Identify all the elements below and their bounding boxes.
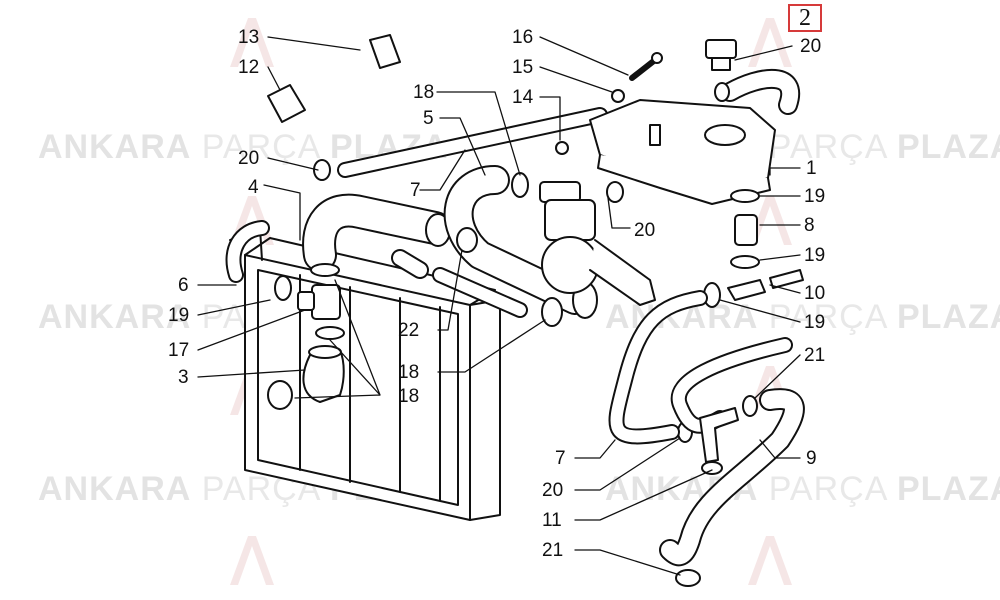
callout-14: 14	[512, 87, 534, 108]
clamp-ring	[675, 569, 701, 587]
callout-19: 19	[804, 245, 825, 266]
thermostat-housing	[539, 181, 656, 306]
callout-19: 19	[168, 305, 189, 326]
callout-18: 18	[413, 82, 434, 103]
callout-12: 12	[238, 57, 259, 78]
callout-5: 5	[423, 108, 434, 129]
watermark-logo-icon	[230, 536, 274, 585]
clamp-12	[267, 84, 306, 123]
clamp-ring	[310, 263, 340, 277]
connector-10	[727, 269, 804, 301]
callout-18: 18	[398, 386, 419, 407]
callout-11: 11	[542, 510, 562, 531]
clamp-ring	[730, 255, 760, 269]
callout-16: 16	[512, 27, 533, 48]
clamp-ring	[511, 172, 529, 198]
radiator-part	[229, 227, 501, 521]
clamp-ring	[313, 159, 331, 181]
callout-7: 7	[410, 180, 421, 201]
clamp-13	[369, 34, 401, 69]
sleeve-8	[734, 214, 758, 246]
callout-17: 17	[168, 340, 189, 361]
watermark-logo-icon	[230, 18, 274, 67]
callout-22: 22	[398, 320, 419, 341]
clamp-ring	[315, 326, 345, 340]
callout-19: 19	[804, 186, 825, 207]
expansion-tank	[589, 99, 776, 205]
callout-21: 21	[804, 345, 825, 366]
t-piece-17	[297, 284, 341, 320]
callout-20: 20	[238, 148, 259, 169]
callout-4: 4	[248, 177, 259, 198]
clamp-ring	[541, 297, 563, 327]
callout-19: 19	[804, 312, 825, 333]
tank-cap	[705, 39, 737, 71]
elbow-3	[302, 345, 345, 403]
callout-8: 8	[804, 215, 815, 236]
watermark-logo-icon	[748, 196, 792, 245]
callout-15: 15	[512, 57, 533, 78]
clamp-ring	[274, 275, 292, 301]
callout-20: 20	[634, 220, 655, 241]
callout-labels: 13 12 20 4 6 19 17 3 18 5 7 18 22 18 16 …	[168, 27, 825, 561]
callout-3: 3	[178, 367, 189, 388]
callout-13: 13	[238, 27, 259, 48]
page-reference-box: 2	[788, 4, 822, 32]
callout-9: 9	[806, 448, 817, 469]
clamp-ring	[267, 380, 293, 410]
callout-20: 20	[542, 480, 563, 501]
callout-18: 18	[398, 362, 419, 383]
clamp-ring	[456, 227, 478, 253]
callout-6: 6	[178, 275, 189, 296]
callout-1: 1	[806, 158, 817, 179]
bolt-16	[629, 57, 658, 81]
watermark-logo-icon	[748, 536, 792, 585]
clamp-ring	[742, 395, 758, 417]
callout-10: 10	[804, 283, 825, 304]
callout-7: 7	[555, 448, 566, 469]
clamp-ring	[606, 181, 624, 203]
clamp-ring	[730, 189, 760, 203]
leader-lines	[197, 36, 801, 576]
callout-20: 20	[800, 36, 821, 57]
t-piece-11	[699, 407, 739, 475]
callout-21: 21	[542, 540, 563, 561]
